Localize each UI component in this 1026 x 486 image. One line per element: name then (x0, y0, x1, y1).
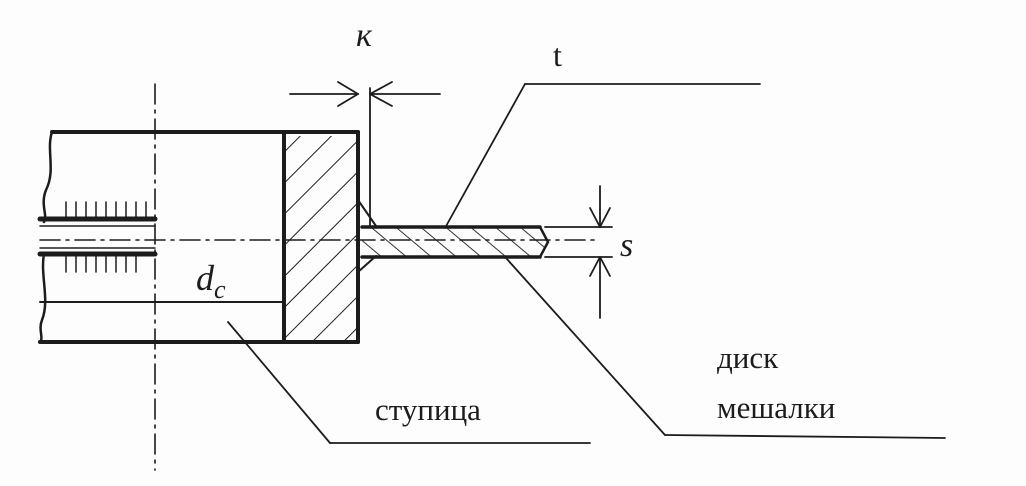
hub-section (282, 87, 377, 344)
label-disk-line1: диск (717, 340, 779, 375)
threaded-hole (37, 201, 158, 273)
leader-lines (227, 83, 946, 444)
mixer-disk (360, 225, 550, 259)
label-t: t (553, 37, 562, 73)
label-disk-line2: мешалки (717, 390, 835, 425)
dimension-s (544, 185, 613, 319)
label-dc-main: d (196, 258, 215, 298)
label-hub: ступица (375, 392, 481, 427)
shaft (38, 130, 360, 344)
dimension-k (289, 81, 441, 107)
label-s: s (620, 227, 633, 264)
label-dc-sub: c (214, 275, 226, 304)
label-k: к (356, 17, 373, 54)
label-dc: dc (196, 258, 226, 304)
center-lines (39, 83, 601, 471)
